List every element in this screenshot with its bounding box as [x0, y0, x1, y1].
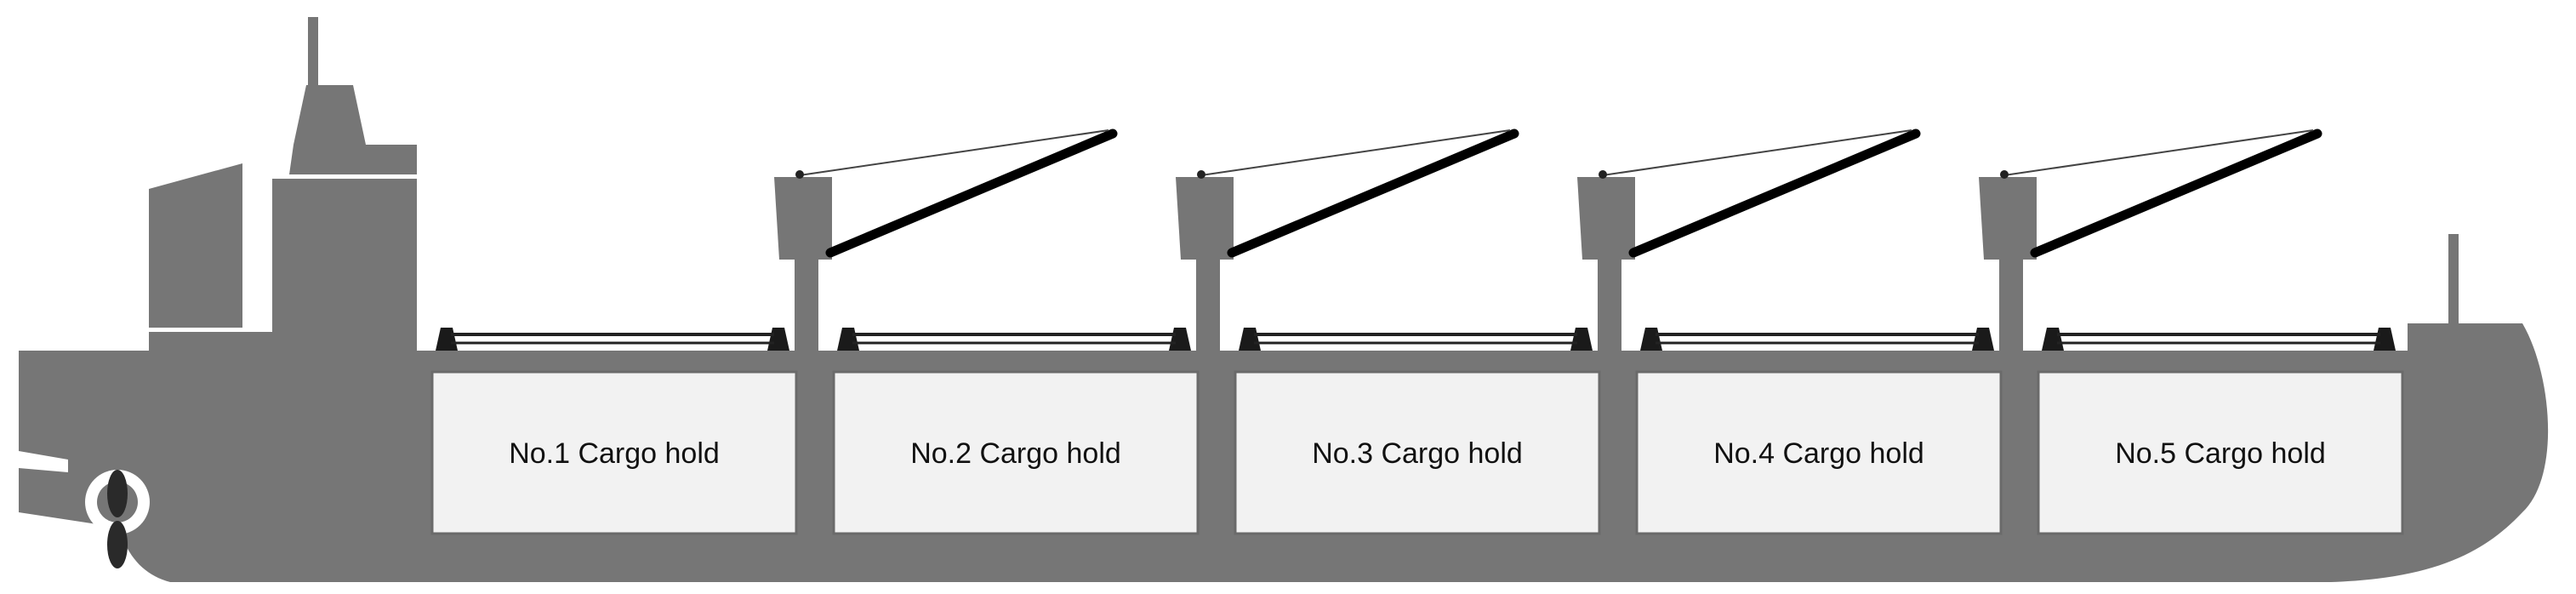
- hatch-post: [1640, 328, 1662, 351]
- crane-boom: [1628, 129, 1921, 258]
- cargo-hold-label: No.2 Cargo hold: [910, 437, 1121, 470]
- cargo-hold-box: [430, 370, 798, 535]
- forward-mast: [2448, 234, 2459, 328]
- cargo-hold-label: No.5 Cargo hold: [2115, 437, 2326, 470]
- crane-pedestal: [1196, 255, 1220, 351]
- cargo-hold-5: No.5 Cargo hold: [2037, 370, 2404, 535]
- hatch-post: [436, 328, 458, 351]
- hatch-post: [1169, 328, 1191, 351]
- crane-cable: [1200, 129, 1511, 176]
- crane-cab: [1577, 177, 1635, 260]
- bridge-front-block: [149, 163, 242, 328]
- mast: [308, 17, 318, 94]
- cargo-hold-4: No.4 Cargo hold: [1635, 370, 2003, 535]
- cargo-holds: No.1 Cargo hold No.2 Cargo hold No.3 Car…: [430, 370, 2404, 535]
- crane-1: [774, 129, 1118, 351]
- crane-boom: [2030, 129, 2322, 258]
- stern-cutout: [19, 451, 68, 472]
- cargo-hold-1: No.1 Cargo hold: [430, 370, 798, 535]
- crane-cab: [1979, 177, 2037, 260]
- cargo-hold-label: No.3 Cargo hold: [1312, 437, 1523, 470]
- crane-pulley: [2000, 170, 2009, 179]
- crane-cable: [1602, 129, 1912, 176]
- cargo-hold-box: [1234, 370, 1601, 535]
- hatch-post: [837, 328, 859, 351]
- crane-boom: [825, 129, 1118, 258]
- crane-cable: [2003, 129, 2314, 176]
- funnel: [289, 85, 417, 174]
- crane-pulley: [1599, 170, 1607, 179]
- propeller-icon: [107, 470, 128, 568]
- cargo-hold-box: [1635, 370, 2003, 535]
- crane-boom: [1227, 129, 1519, 258]
- hatch-post: [1239, 328, 1261, 351]
- cargo-hold-box: [2037, 370, 2404, 535]
- hatch-post: [2374, 328, 2396, 351]
- cargo-hold-2: No.2 Cargo hold: [832, 370, 1200, 535]
- hatch-post: [2042, 328, 2064, 351]
- crane-pulley: [795, 170, 804, 179]
- cargo-hold-box: [832, 370, 1200, 535]
- crane-2: [1176, 129, 1519, 351]
- hatch-covers: [436, 328, 2396, 351]
- crane-pulley: [1197, 170, 1205, 179]
- crane-cable: [799, 129, 1109, 176]
- hatch-post: [1972, 328, 1994, 351]
- crane-4: [1979, 129, 2322, 351]
- cargo-hold-label: No.1 Cargo hold: [509, 437, 720, 470]
- hatch-post: [767, 328, 789, 351]
- cargo-hold-label: No.4 Cargo hold: [1713, 437, 1924, 470]
- crane-pedestal: [1598, 255, 1621, 351]
- crane-cab: [1176, 177, 1234, 260]
- deck-cranes: [774, 129, 2322, 351]
- bridge-white-gap: [242, 166, 248, 332]
- crane-cab: [774, 177, 832, 260]
- cargo-hold-3: No.3 Cargo hold: [1234, 370, 1601, 535]
- crane-pedestal: [795, 255, 818, 351]
- hatch-post: [1570, 328, 1593, 351]
- crane-pedestal: [1999, 255, 2023, 351]
- crane-3: [1577, 129, 1921, 351]
